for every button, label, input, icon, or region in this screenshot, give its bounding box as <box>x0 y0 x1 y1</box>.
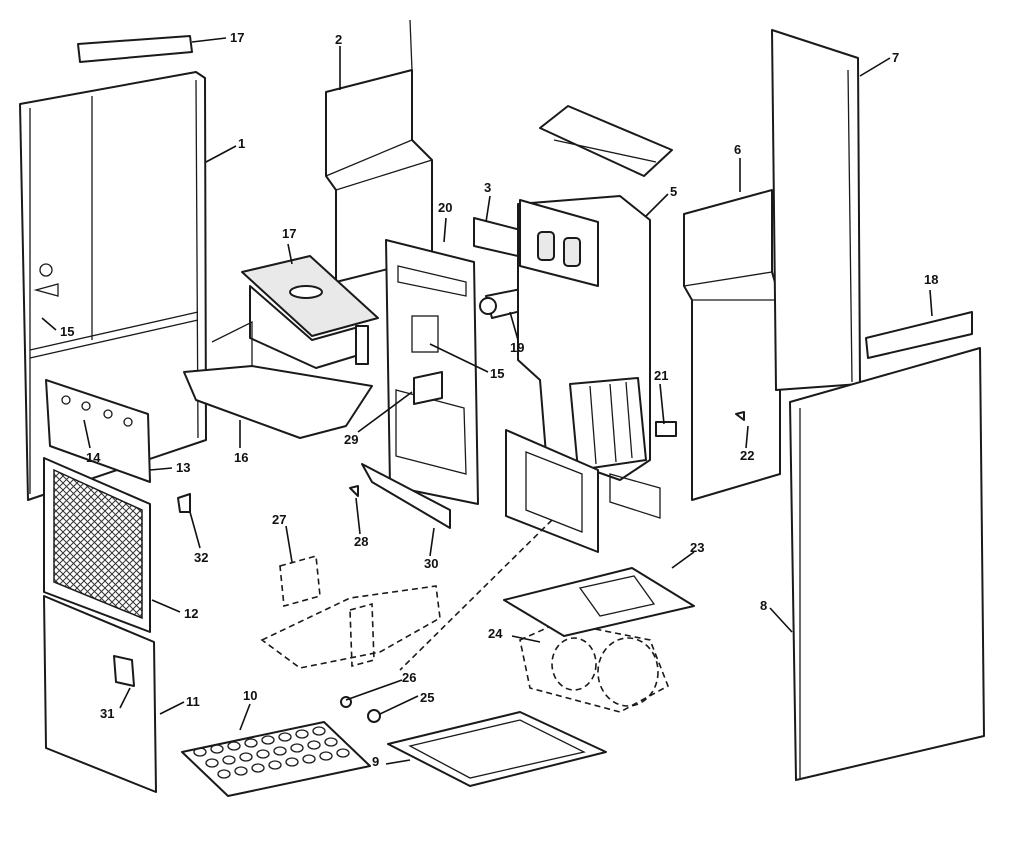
callout-18-right: 18 <box>924 272 938 287</box>
base-pan <box>387 711 607 787</box>
grille-hole <box>295 729 309 739</box>
partition-panel <box>385 239 479 505</box>
grille-hole <box>261 735 275 745</box>
callout-6: 6 <box>734 142 741 157</box>
callout-17: 17 <box>282 226 296 241</box>
control-panel <box>45 379 151 483</box>
callout-27: 27 <box>272 512 286 527</box>
grille-hole <box>268 760 282 770</box>
callout-21: 21 <box>654 368 668 383</box>
filter <box>43 457 151 633</box>
grommet <box>367 709 381 723</box>
left-insulation-liner <box>325 19 433 283</box>
grille-hole <box>256 749 270 759</box>
drip-shelf <box>183 320 373 439</box>
connection-line <box>399 519 553 671</box>
callout-24: 24 <box>488 626 503 641</box>
blower-motor <box>260 554 441 669</box>
grille-hole <box>193 747 207 757</box>
callout-30: 30 <box>424 556 438 571</box>
grille-hole <box>244 738 258 748</box>
grille-hole <box>336 748 350 758</box>
leader-lines <box>41 37 933 765</box>
callout-5: 5 <box>670 184 677 199</box>
callout-9: 9 <box>372 754 379 769</box>
callout-15-partition: 15 <box>490 366 504 381</box>
support-bracket <box>361 463 451 529</box>
grille-hole <box>312 726 326 736</box>
grille-hole <box>273 746 287 756</box>
grille-hole <box>278 732 292 742</box>
grille-hole <box>307 740 321 750</box>
callout-32: 32 <box>194 550 208 565</box>
callout-1: 1 <box>238 136 245 151</box>
knob <box>177 493 191 513</box>
screw <box>735 411 745 421</box>
grille-hole <box>324 737 338 747</box>
right-rear-panel <box>771 29 861 391</box>
callout-16: 16 <box>234 450 248 465</box>
access-frame <box>505 429 599 553</box>
callout-26: 26 <box>402 670 416 685</box>
right-insulation-liner <box>683 189 781 501</box>
limit-switch <box>655 421 677 437</box>
callout-3: 3 <box>484 180 491 195</box>
callout-12: 12 <box>184 606 198 621</box>
door-latch <box>113 655 135 687</box>
callout-13: 13 <box>176 460 190 475</box>
sight-glass <box>413 371 443 405</box>
lower-door <box>43 595 157 793</box>
callout-28: 28 <box>354 534 368 549</box>
callout-11: 11 <box>186 694 200 709</box>
grille-hole <box>222 755 236 765</box>
grille-hole <box>285 757 299 767</box>
callout-22: 22 <box>740 448 754 463</box>
grille-hole <box>319 751 333 761</box>
flue-collector-box <box>241 255 379 369</box>
callout-20: 20 <box>438 200 452 215</box>
callout-8: 8 <box>760 598 767 613</box>
callout-29: 29 <box>344 432 358 447</box>
callout-23: 23 <box>690 540 704 555</box>
callout-18-left: 17 <box>230 30 244 45</box>
grille-hole <box>239 752 253 762</box>
grille-hole <box>251 763 265 773</box>
grille-hole <box>290 743 304 753</box>
callout-31: 31 <box>100 706 114 721</box>
grille-hole <box>217 769 231 779</box>
heat-exchanger <box>517 195 661 519</box>
top-left-strip <box>77 35 193 63</box>
callout-10: 10 <box>243 688 257 703</box>
blower-assembly <box>519 621 670 713</box>
filter-grille <box>181 721 371 797</box>
top-right-strip <box>865 311 973 359</box>
callout-labels: 17 1 2 3 5 6 7 8 9 10 11 12 13 14 15 15 … <box>60 30 938 769</box>
heat-exchanger-rack <box>539 105 673 177</box>
callout-7: 7 <box>892 50 899 65</box>
grille-hole <box>302 754 316 764</box>
grille-hole <box>210 744 224 754</box>
blower-shelf <box>503 567 695 637</box>
callout-19: 19 <box>510 340 524 355</box>
callout-2: 2 <box>335 32 342 47</box>
grille-hole <box>227 741 241 751</box>
callout-15-left: 15 <box>60 324 74 339</box>
right-side-panel <box>789 347 985 781</box>
callout-14: 14 <box>86 450 101 465</box>
grille-hole <box>205 758 219 768</box>
callout-25: 25 <box>420 690 434 705</box>
bracket-screw <box>349 485 359 497</box>
grille-hole <box>234 766 248 776</box>
